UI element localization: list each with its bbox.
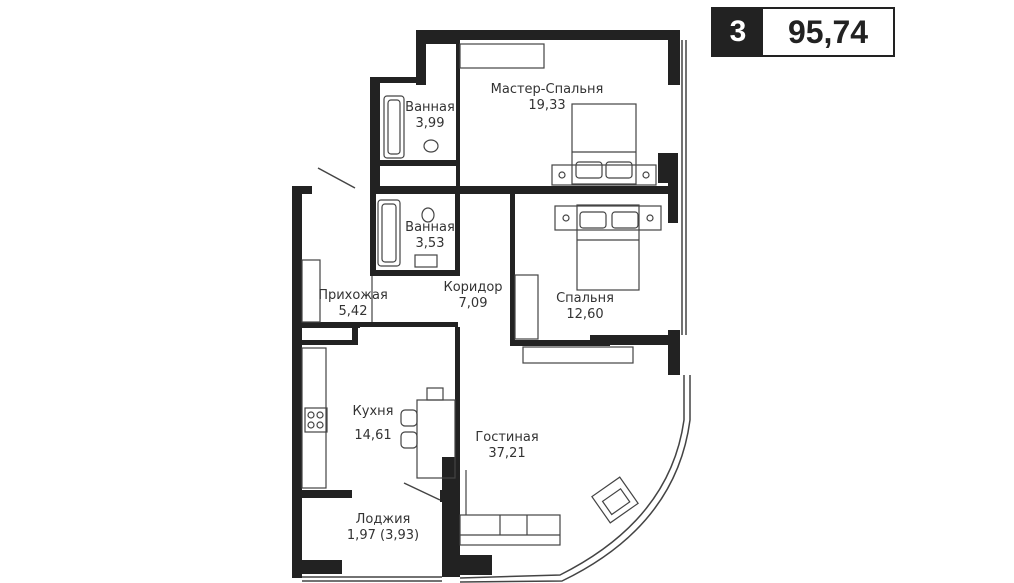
room-label-loggia: Лоджия 1,97 (3,93) (347, 512, 419, 544)
room-name: Прихожая (318, 288, 388, 303)
room-area: 12,60 (566, 307, 604, 322)
room-area: 1,97 (3,93) (346, 528, 420, 543)
room-label-bedroom: Спальня 12,60 (556, 291, 614, 323)
total-area: 95,74 (787, 13, 869, 50)
room-name: Гостиная (475, 430, 539, 445)
room-name: Спальня (556, 291, 614, 306)
room-label-kitchen: Кухня 14,61 (353, 400, 394, 448)
room-area: 3,53 (415, 236, 445, 251)
room-area: 3,99 (415, 116, 445, 131)
fixtures (301, 43, 662, 546)
room-label-living-room: Гостиная 37,21 (475, 430, 538, 462)
room-area: 5,42 (338, 304, 368, 319)
room-name: Ванная (405, 220, 455, 235)
room-name: Ванная (405, 100, 455, 115)
room-label-bathroom-1: Ванная 3,99 (405, 100, 455, 132)
room-name: Коридор (443, 280, 503, 295)
walls (292, 30, 680, 578)
room-area: 19,33 (528, 98, 566, 113)
room-area: 7,09 (458, 296, 488, 311)
room-area: 14,61 (354, 428, 392, 443)
rooms-count: 3 (713, 9, 763, 55)
room-area: 37,21 (488, 446, 526, 461)
room-label-bathroom-2: Ванная 3,53 (405, 220, 455, 252)
room-label-master-bedroom: Мастер-Спальня 19,33 (491, 82, 604, 114)
windows (302, 40, 691, 583)
room-name: Кухня (352, 404, 394, 419)
apartment-summary-badge: 3 95,74 (711, 7, 895, 57)
room-name: Мастер-Спальня (490, 82, 604, 97)
room-label-corridor: Коридор 7,09 (443, 280, 502, 312)
room-label-hallway: Прихожая 5,42 (318, 288, 388, 320)
room-name: Лоджия (355, 512, 411, 527)
